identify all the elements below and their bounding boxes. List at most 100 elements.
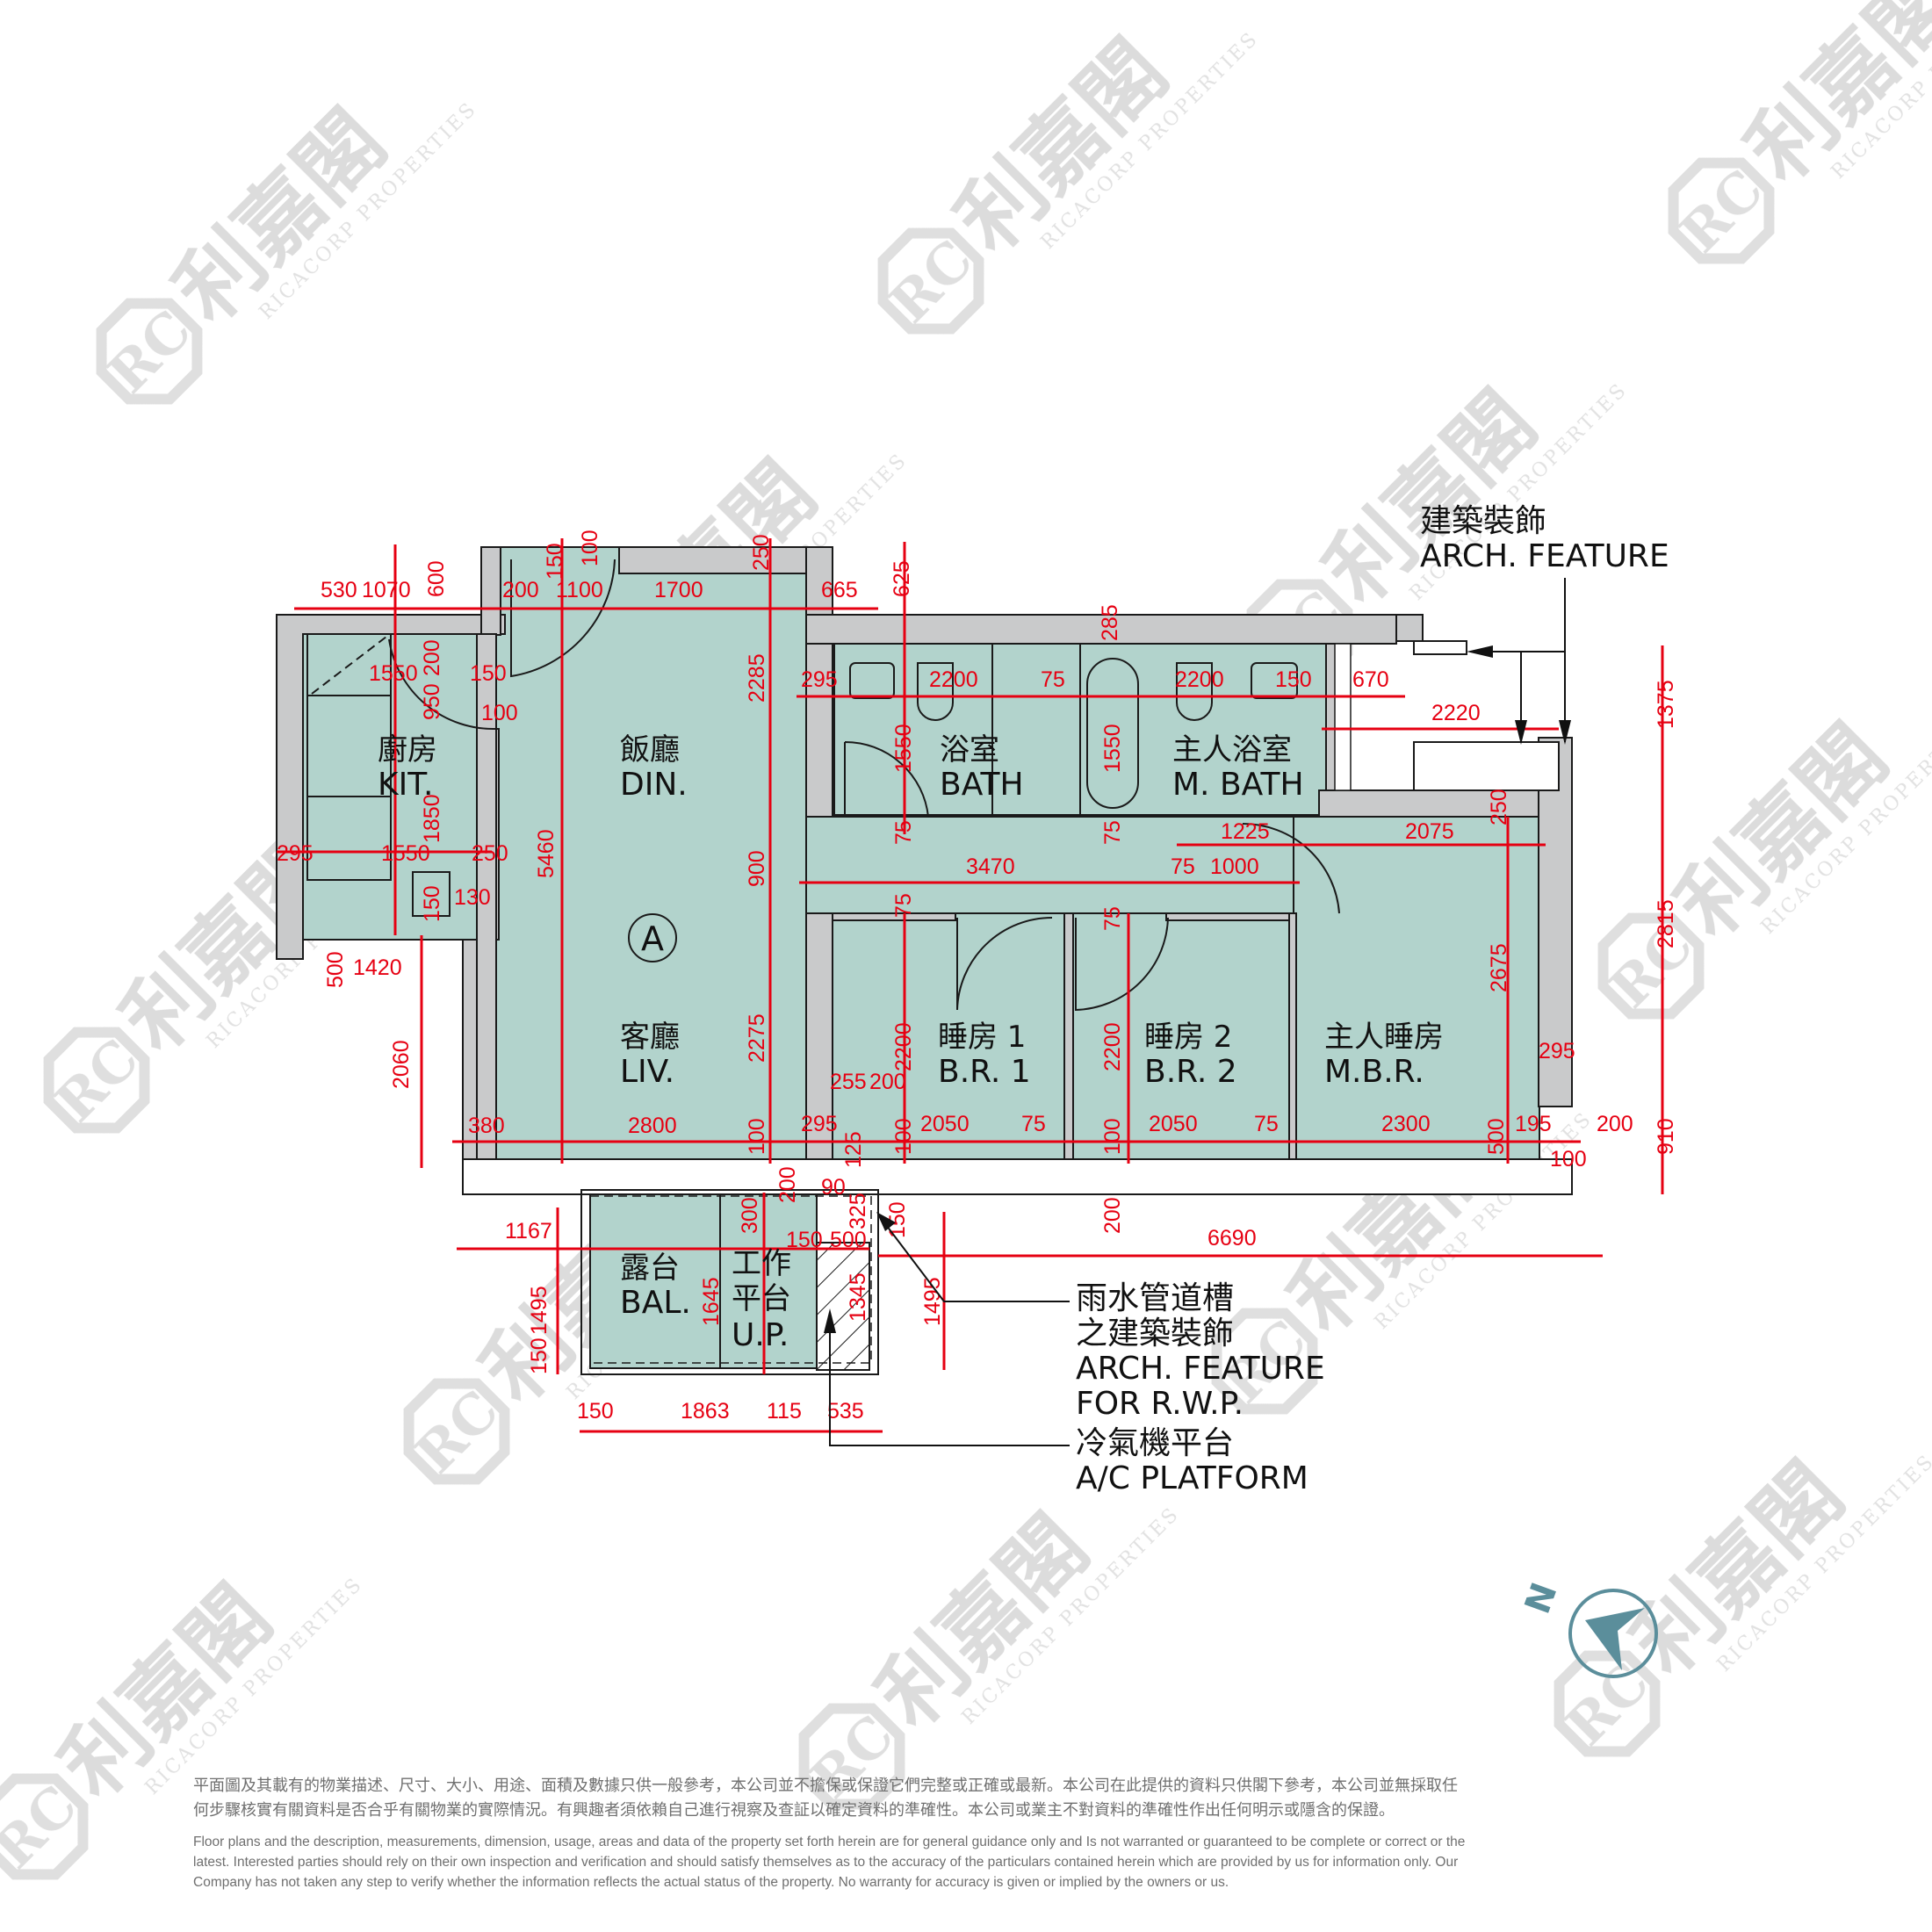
bedroom1-label-en: B.R. 1	[938, 1054, 1031, 1090]
mbath-window	[1334, 643, 1352, 791]
svg-text:75: 75	[1100, 906, 1125, 931]
svg-text:2200: 2200	[929, 667, 978, 692]
svg-text:200: 200	[1100, 1197, 1125, 1234]
svg-text:500: 500	[830, 1228, 867, 1252]
svg-text:2800: 2800	[628, 1114, 677, 1138]
disclaimer: 平面圖及其載有的物業描述、尺寸、大小、用途、面積及數據只供一般參考，本公司並不擔…	[193, 1774, 1756, 1892]
up-label-cn2: 平台	[732, 1281, 791, 1316]
svg-text:75: 75	[1021, 1112, 1046, 1136]
svg-text:255: 255	[830, 1070, 867, 1094]
svg-text:500: 500	[1484, 1118, 1509, 1155]
master-bedroom-label-en: M.B.R.	[1324, 1054, 1424, 1090]
unit-marker-circle	[628, 913, 677, 962]
svg-text:295: 295	[801, 667, 838, 692]
ac-box	[1413, 741, 1560, 791]
svg-text:1550: 1550	[381, 841, 430, 866]
svg-text:2220: 2220	[1431, 701, 1481, 725]
svg-text:1550: 1550	[369, 661, 418, 686]
bedroom1-door-swing	[956, 917, 1053, 1011]
bedroom2-label-en: B.R. 2	[1144, 1054, 1237, 1090]
svg-text:250: 250	[472, 841, 508, 866]
dimension-lines	[277, 538, 1664, 1433]
master-bath-floor	[1079, 643, 1327, 816]
svg-text:6690: 6690	[1208, 1226, 1257, 1251]
kitchen-label-en: KIT.	[378, 767, 433, 803]
fixtures: A	[306, 559, 1340, 1012]
svg-text:2300: 2300	[1381, 1112, 1431, 1136]
balcony-outline	[580, 1189, 879, 1375]
svg-text:530: 530	[321, 578, 357, 602]
disclaimer-cn-line2: 何步驟核實有關資料是否合乎有關物業的實際情況。有興趣者須依賴自己進行視察及查証以…	[193, 1801, 1395, 1820]
ac-platform-label-cn: 冷氣機平台	[1076, 1425, 1234, 1461]
svg-text:285: 285	[1098, 604, 1122, 641]
dimension-labels: 530 1070 600 200 150 100 1100 1700 250 6…	[277, 530, 1678, 1424]
arrow-icon	[1467, 645, 1493, 658]
walls	[276, 546, 1573, 1375]
bedroom2-door-swing	[1075, 917, 1169, 1012]
svg-text:1863: 1863	[681, 1399, 730, 1424]
svg-text:200: 200	[502, 578, 539, 602]
svg-text:295: 295	[277, 841, 314, 866]
mbr-right-wall	[1538, 737, 1573, 1107]
svg-text:2075: 2075	[1405, 819, 1454, 844]
compass-circle	[1568, 1589, 1658, 1678]
svg-text:1225: 1225	[1221, 819, 1270, 844]
svg-text:910: 910	[1654, 1118, 1678, 1155]
dining-right-wall	[805, 546, 833, 818]
svg-text:200: 200	[1597, 1112, 1633, 1136]
dining-label-cn: 飯廳	[620, 732, 680, 768]
svg-text:2200: 2200	[1175, 667, 1224, 692]
svg-text:2050: 2050	[920, 1112, 970, 1136]
mbath-toilet	[1176, 662, 1213, 721]
bathtub	[1086, 658, 1139, 809]
kitchen-label-cn: 廚房	[378, 732, 437, 768]
svg-text:1550: 1550	[1100, 724, 1125, 773]
svg-text:100: 100	[1100, 1118, 1125, 1155]
svg-text:150: 150	[1275, 667, 1312, 692]
arrow-icon	[824, 1308, 836, 1333]
svg-text:200: 200	[869, 1070, 906, 1094]
svg-text:600: 600	[424, 560, 449, 597]
bedroom1-label-cn: 睡房 1	[938, 1020, 1026, 1055]
svg-text:1700: 1700	[654, 578, 703, 602]
disclaimer-en: Floor plans and the description, measure…	[193, 1832, 1756, 1892]
rwp-leader	[877, 1214, 1070, 1302]
arrow-icon	[876, 1212, 896, 1231]
bath-door-swing	[844, 740, 929, 818]
rwp-label-en1: ARCH. FEATURE	[1076, 1351, 1325, 1387]
watermark-logo	[1580, 644, 1932, 1048]
svg-text:90: 90	[821, 1175, 846, 1200]
svg-text:295: 295	[801, 1112, 838, 1136]
room-labels: 廚房 KIT. 飯廳 DIN. 客廳 LIV. 浴室 BATH 主人浴室 M. …	[378, 732, 1444, 1353]
rwp-label-cn1: 雨水管道槽	[1076, 1280, 1234, 1316]
disclaimer-en-line2: latest. Interested parties should rely o…	[193, 1855, 1459, 1870]
bedroom2-top-wall	[1165, 912, 1294, 921]
svg-text:535: 535	[827, 1399, 864, 1424]
svg-text:1070: 1070	[362, 578, 411, 602]
svg-text:150: 150	[527, 1337, 551, 1374]
svg-text:2050: 2050	[1149, 1112, 1198, 1136]
svg-text:75: 75	[1041, 667, 1065, 692]
svg-text:625: 625	[890, 560, 914, 597]
living-label-en: LIV.	[620, 1054, 674, 1090]
arrow-icon	[1559, 720, 1571, 745]
arch-feature-leader	[1471, 578, 1566, 652]
up-label-cn1: 工作	[732, 1246, 791, 1281]
svg-text:380: 380	[468, 1114, 505, 1138]
svg-text:150: 150	[420, 885, 444, 922]
svg-text:1167: 1167	[505, 1219, 552, 1244]
bath-label-cn: 浴室	[940, 732, 999, 768]
ac-platform-hatch	[816, 1242, 870, 1371]
svg-text:295: 295	[1539, 1039, 1575, 1063]
svg-text:2200: 2200	[891, 1022, 916, 1071]
svg-text:200: 200	[775, 1166, 800, 1203]
svg-text:130: 130	[454, 885, 491, 910]
living-label-cn: 客廳	[620, 1020, 680, 1055]
disclaimer-en-line1: Floor plans and the description, measure…	[193, 1835, 1466, 1849]
unit-label: A	[641, 919, 664, 958]
svg-text:75: 75	[1171, 854, 1195, 879]
bedroom2-right-wall	[1288, 912, 1297, 1160]
svg-text:75: 75	[1254, 1112, 1279, 1136]
dining-label-en: DIN.	[620, 767, 688, 803]
